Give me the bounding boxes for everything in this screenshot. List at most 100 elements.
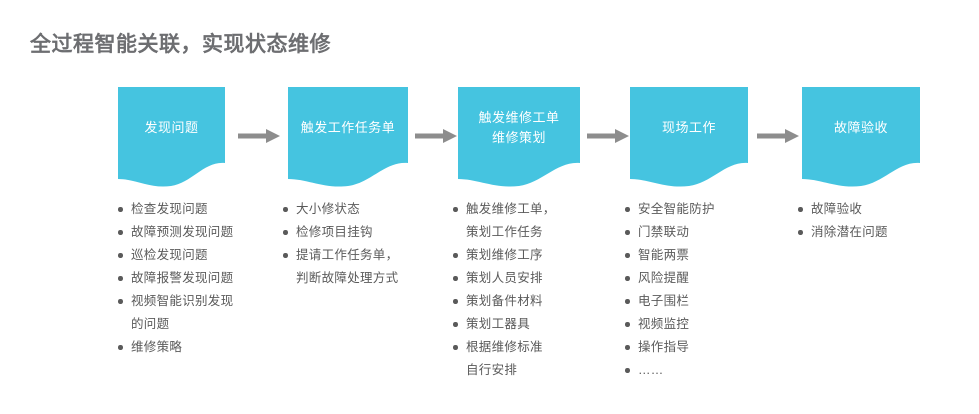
list-item-text: 巡检发现问题 (131, 248, 208, 262)
list-item: 检修项目挂钩 (283, 221, 448, 244)
list-item: 故障报警发现问题 (118, 267, 278, 290)
list-item: 策划工器具 (453, 313, 618, 336)
list-item-text: 电子围栏 (638, 294, 690, 308)
arrow-right-icon (587, 129, 629, 143)
detail-columns: 检查发现问题故障预测发现问题巡检发现问题故障报警发现问题视频智能识别发现的问题维… (0, 198, 979, 398)
bullet-dot-icon (283, 230, 288, 235)
arrow-right-icon (238, 129, 280, 143)
bullet-dot-icon (453, 276, 458, 281)
arrow-right-icon (757, 129, 799, 143)
list-item-text: 操作指导 (638, 340, 690, 354)
list-item-text: 提请工作任务单， (296, 248, 399, 262)
bullet-dot-icon (798, 207, 803, 212)
bullet-dot-icon (453, 207, 458, 212)
detail-column-4: 安全智能防护门禁联动智能两票风险提醒电子围栏视频监控操作指导 …… (625, 198, 785, 382)
bullet-dot-icon (283, 207, 288, 212)
list-item-text: 检查发现问题 (131, 202, 208, 216)
bullet-dot-icon (625, 230, 630, 235)
bullet-dot-icon (118, 345, 123, 350)
list-item: 风险提醒 (625, 267, 785, 290)
list-item-text: 门禁联动 (638, 225, 690, 239)
list-item: 电子围栏 (625, 290, 785, 313)
list-item-text: 根据维修标准 (466, 340, 543, 354)
flow-node-5[interactable]: 故障验收 (802, 87, 920, 187)
flow-arrow-4 (757, 128, 799, 144)
bullet-dot-icon (625, 276, 630, 281)
list-item: 触发维修工单， 策划工作任务 (453, 198, 618, 244)
detail-column-5: 故障验收消除潜在问题 (798, 198, 963, 244)
bullet-dot-icon (625, 368, 630, 373)
detail-column-3: 触发维修工单， 策划工作任务策划维修工序策划人员安排策划备件材料策划工器具根据维修… (453, 198, 618, 382)
list-item-text: 故障预测发现问题 (131, 225, 234, 239)
list-item-text: …… (638, 363, 664, 377)
list-item-text: 维修策略 (131, 340, 183, 354)
list-item-text-continued: 自行安排 (466, 363, 518, 377)
list-item: 策划人员安排 (453, 267, 618, 290)
flow-node-2[interactable]: 触发工作任务单 (288, 87, 408, 187)
arrow-right-icon (415, 129, 457, 143)
list-item-text: 策划维修工序 (466, 248, 543, 262)
bullet-dot-icon (625, 207, 630, 212)
bullet-dot-icon (118, 276, 123, 281)
flow-arrow-1 (238, 128, 280, 144)
bullet-dot-icon (453, 345, 458, 350)
flow-node-shape-icon (288, 87, 408, 187)
bullet-dot-icon (283, 253, 288, 258)
flow-node-shape-icon (630, 87, 748, 187)
list-item-text-continued: 判断故障处理方式 (296, 271, 399, 285)
list-item-text: 视频监控 (638, 317, 690, 331)
flow-arrow-3 (587, 128, 629, 144)
list-item: 维修策略 (118, 336, 278, 359)
list-item: 故障验收 (798, 198, 963, 221)
list-item-text: 策划人员安排 (466, 271, 543, 285)
list-item: 根据维修标准自行安排 (453, 336, 618, 382)
bullet-dot-icon (798, 230, 803, 235)
flow-node-1[interactable]: 发现问题 (118, 87, 225, 187)
list-item: 门禁联动 (625, 221, 785, 244)
list-item-text: 安全智能防护 (638, 202, 715, 216)
list-item-text: 视频智能识别发现 (131, 294, 234, 308)
list-item-text: 风险提醒 (638, 271, 690, 285)
flow-node-4[interactable]: 现场工作 (630, 87, 748, 187)
bullet-dot-icon (453, 253, 458, 258)
flow-node-3[interactable]: 触发维修工单 维修策划 (458, 87, 580, 187)
list-item: 操作指导 (625, 336, 785, 359)
bullet-dot-icon (118, 253, 123, 258)
list-item-text: 触发维修工单， (466, 202, 556, 216)
list-item-text: 故障验收 (811, 202, 863, 216)
bullet-dot-icon (625, 253, 630, 258)
list-item: 检查发现问题 (118, 198, 278, 221)
bullet-dot-icon (625, 322, 630, 327)
list-item: 视频监控 (625, 313, 785, 336)
flow-node-shape-icon (458, 87, 580, 187)
list-item-text: 消除潜在问题 (811, 225, 888, 239)
flow-node-shape-icon (118, 87, 225, 187)
list-item: 安全智能防护 (625, 198, 785, 221)
bullet-dot-icon (118, 207, 123, 212)
flow-arrow-2 (415, 128, 457, 144)
list-item-text: 检修项目挂钩 (296, 225, 373, 239)
bullet-dot-icon (453, 299, 458, 304)
list-item: 提请工作任务单， 判断故障处理方式 (283, 244, 448, 290)
page-title: 全过程智能关联，实现状态维修 (30, 33, 331, 56)
bullet-dot-icon (625, 345, 630, 350)
flow-node-shape-icon (802, 87, 920, 187)
list-item-text: 策划备件材料 (466, 294, 543, 308)
detail-column-2: 大小修状态检修项目挂钩提请工作任务单， 判断故障处理方式 (283, 198, 448, 290)
list-item: 视频智能识别发现的问题 (118, 290, 278, 336)
process-flow: 发现问题 触发工作任务单 (0, 87, 979, 187)
detail-column-1: 检查发现问题故障预测发现问题巡检发现问题故障报警发现问题视频智能识别发现的问题维… (118, 198, 278, 359)
list-item-text-continued: 的问题 (131, 317, 170, 331)
list-item-text-continued: 策划工作任务 (466, 225, 543, 239)
list-item: 智能两票 (625, 244, 785, 267)
list-item: 消除潜在问题 (798, 221, 963, 244)
list-item-text: 策划工器具 (466, 317, 531, 331)
bullet-dot-icon (118, 230, 123, 235)
list-item: 巡检发现问题 (118, 244, 278, 267)
list-item-text: 智能两票 (638, 248, 690, 262)
list-item: 大小修状态 (283, 198, 448, 221)
bullet-dot-icon (453, 322, 458, 327)
list-item: 故障预测发现问题 (118, 221, 278, 244)
list-item: 策划维修工序 (453, 244, 618, 267)
